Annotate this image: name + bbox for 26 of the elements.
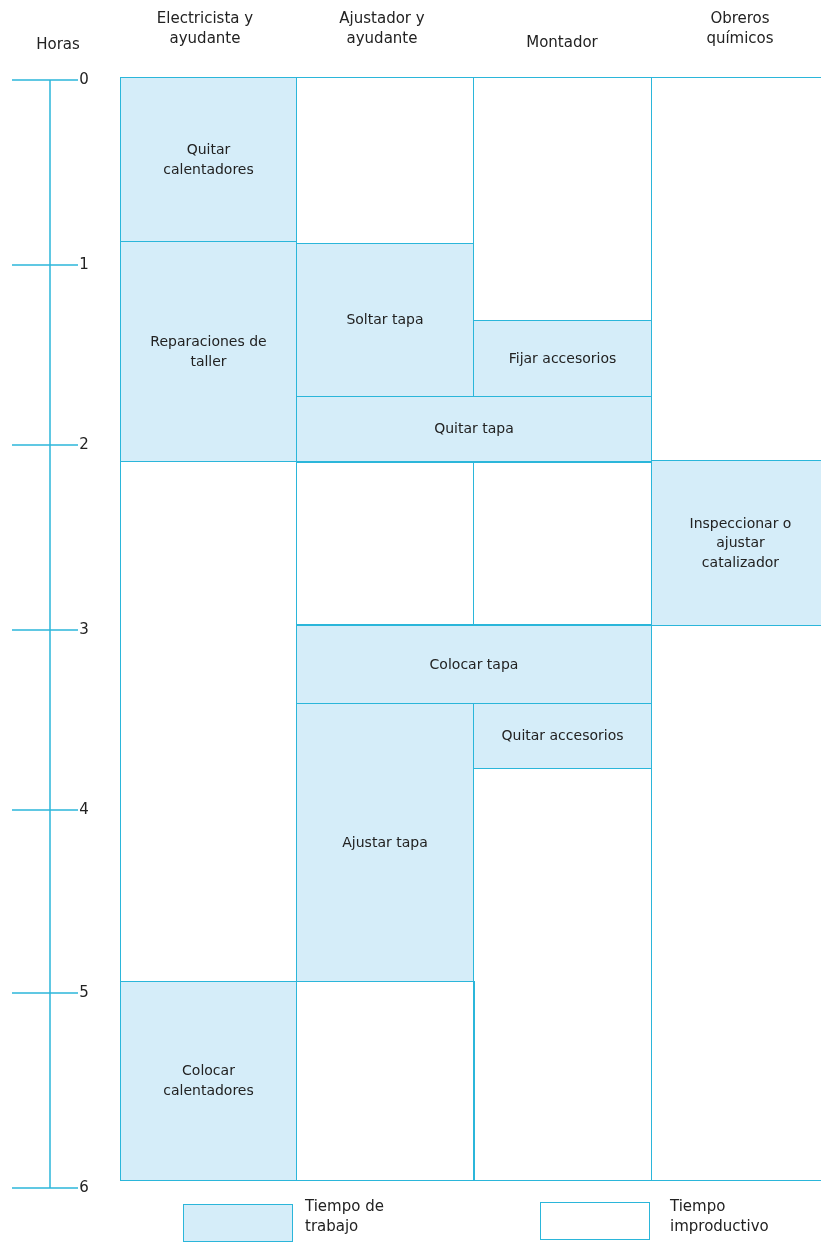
idle-period-box [296, 981, 475, 1181]
tick-label: 5 [78, 982, 90, 1003]
column-header: Montador [525, 32, 599, 53]
work-period-box: Colocar tapa [296, 625, 652, 704]
tick-label: 4 [78, 799, 90, 820]
work-period-box: Quitar accesorios [473, 703, 652, 769]
work-period-box: Quitar calentadores [120, 77, 297, 242]
work-period-box: Quitar tapa [296, 396, 652, 462]
idle-period-box [473, 462, 652, 625]
axis-title: Horas [35, 34, 81, 55]
column-header: Electricista y ayudante [155, 8, 255, 49]
work-period-box: Colocar calentadores [120, 981, 297, 1181]
tick-label: 6 [78, 1177, 90, 1198]
work-period-box: Reparaciones de taller [120, 241, 297, 462]
legend-label: Tiempo improductivo [670, 1196, 770, 1237]
work-period-box: Fijar accesorios [473, 320, 652, 397]
tick-label: 0 [78, 69, 90, 90]
work-period-box: Ajustar tapa [296, 703, 474, 982]
column-header: Ajustador y ayudante [338, 8, 426, 49]
work-period-box: Inspeccionar o ajustar catalizador [651, 460, 821, 626]
tick-label: 1 [78, 254, 90, 275]
column-header: Obreros químicos [705, 8, 775, 49]
tick-label: 3 [78, 619, 90, 640]
legend-label: Tiempo de trabajo [305, 1196, 385, 1237]
tick-label: 2 [78, 434, 90, 455]
work-period-box: Soltar tapa [296, 243, 474, 397]
